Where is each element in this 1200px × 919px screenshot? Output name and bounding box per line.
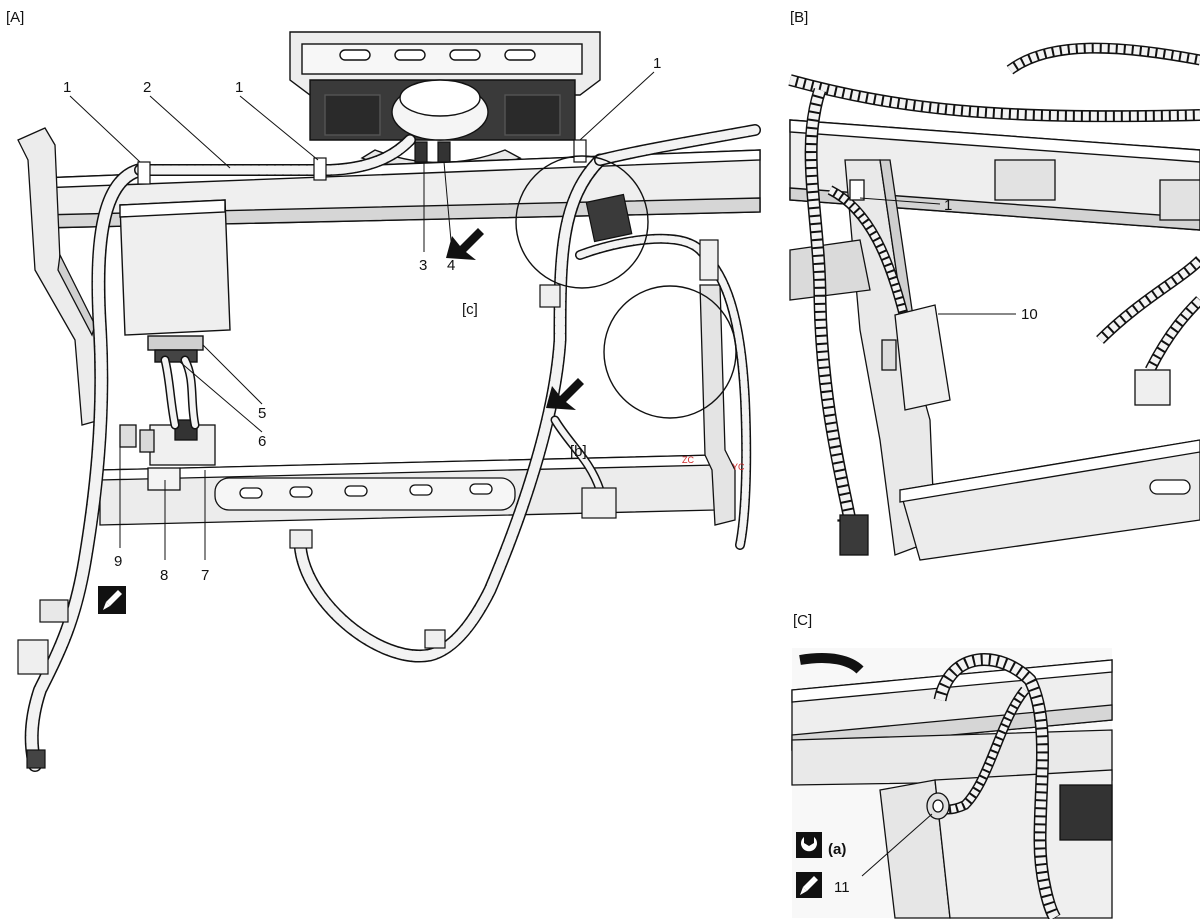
leader-c-11 — [861, 813, 933, 877]
module-10 — [839, 179, 1171, 556]
panel-b-label: [B] — [790, 9, 808, 26]
marking-zc: ZC — [682, 455, 694, 465]
callout-2: 2 — [143, 79, 151, 96]
callout-10: 10 — [1021, 306, 1038, 323]
wiring-harness — [24, 124, 761, 772]
view-c-label: [c] — [462, 301, 478, 318]
callout-3: 3 — [419, 257, 427, 274]
callout-8: 8 — [160, 567, 168, 584]
callout-4: 4 — [447, 257, 455, 274]
view-c-circle — [515, 155, 649, 289]
view-b-circle — [603, 285, 737, 419]
panel-c-label: [C] — [793, 612, 812, 629]
view-b-label: [b] — [570, 443, 587, 460]
panel-b: [B] — [788, 9, 1200, 561]
callout-9: 9 — [114, 553, 122, 570]
panel-a: [A] — [6, 9, 840, 772]
callout-1c: 1 — [653, 55, 661, 72]
torque-symbol — [796, 832, 822, 858]
panel-b-bracket — [789, 159, 1200, 561]
lower-bracket-bar — [99, 284, 736, 526]
callout-1a: 1 — [63, 79, 71, 96]
lower-connector-blocks — [119, 419, 216, 491]
panel-c-scene — [791, 648, 1113, 919]
wrench-icon — [801, 837, 817, 852]
callout-5: 5 — [258, 405, 266, 422]
leader-b-1 — [859, 197, 941, 205]
callout-7: 7 — [201, 567, 209, 584]
callout-6: 6 — [258, 433, 266, 450]
view-arrows — [446, 228, 584, 410]
upper-unit — [289, 31, 601, 175]
brush-icon-c — [796, 872, 822, 898]
view-circles — [515, 155, 737, 419]
brush-icon — [98, 586, 126, 614]
panel-a-label: [A] — [6, 9, 24, 26]
view-c-arrow-icon — [446, 228, 484, 260]
torque-spec-label: (a) — [828, 841, 846, 858]
control-module — [119, 199, 231, 363]
left-side-bracket — [17, 127, 101, 426]
leader-lines — [69, 71, 655, 560]
callout-1d: 1 — [944, 197, 952, 214]
panel-b-harness — [804, 87, 1200, 522]
view-b-arrow-icon — [546, 378, 584, 410]
marking-yc: YC — [732, 462, 745, 472]
bolt-11 — [926, 792, 950, 820]
harness-connectors — [17, 141, 840, 769]
callout-1b: 1 — [235, 79, 243, 96]
panel-c: [C] (a — [791, 612, 1113, 919]
callout-11: 11 — [834, 879, 850, 896]
